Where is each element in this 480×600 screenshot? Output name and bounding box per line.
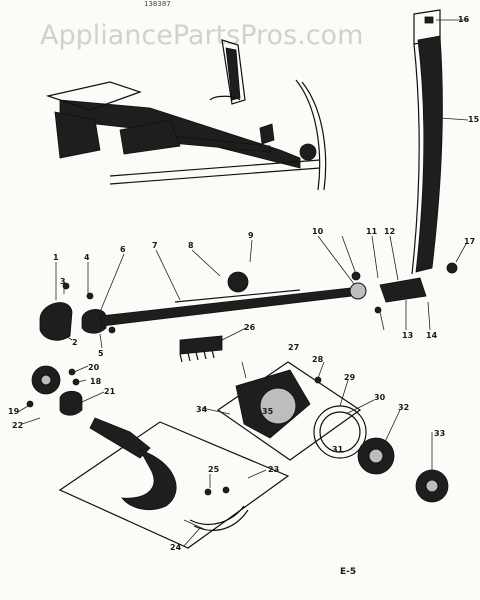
leader-lines — [17, 19, 469, 547]
callout-23: 23 — [268, 465, 279, 474]
callout-5: 5 — [98, 349, 104, 358]
callout-2: 2 — [72, 338, 78, 347]
hook-frame-box — [58, 417, 290, 549]
callout-29: 29 — [344, 373, 356, 382]
callout-14: 14 — [426, 331, 438, 340]
shuttle-assembly-box — [216, 361, 449, 503]
shaft-assembly — [39, 271, 427, 341]
watermark: AppliancePartsPros.com — [40, 20, 363, 51]
callout-4: 4 — [84, 253, 90, 262]
callout-13: 13 — [402, 331, 413, 340]
callout-19: 19 — [8, 407, 20, 416]
callout-24: 24 — [170, 543, 182, 552]
callout-34: 34 — [196, 405, 208, 414]
callout-7: 7 — [152, 241, 158, 250]
callout-11: 11 — [366, 227, 378, 236]
callout-10: 10 — [312, 227, 324, 236]
callout-16: 16 — [458, 15, 470, 24]
top-code: 138387 — [144, 0, 171, 8]
machine-frame-assembly — [45, 39, 327, 191]
callout-27: 27 — [288, 343, 299, 352]
callout-3: 3 — [60, 277, 66, 286]
callout-12: 12 — [384, 227, 395, 236]
vertical-belt-guard — [411, 9, 458, 275]
callout-28: 28 — [312, 355, 324, 364]
callout-8: 8 — [188, 241, 194, 250]
callout-25: 25 — [208, 465, 220, 474]
callout-26: 26 — [244, 323, 256, 332]
callout-9: 9 — [248, 231, 254, 240]
callout-6: 6 — [120, 245, 126, 254]
callout-31: 31 — [332, 445, 344, 454]
callout-32: 32 — [398, 403, 409, 412]
callout-30: 30 — [374, 393, 386, 402]
callout-15: 15 — [468, 115, 480, 124]
callout-20: 20 — [88, 363, 100, 372]
callout-22: 22 — [12, 421, 23, 430]
callout-18: 18 — [90, 377, 102, 386]
callout-1: 1 — [53, 253, 59, 262]
lower-gear-parts — [26, 365, 83, 416]
callout-17: 17 — [464, 237, 475, 246]
callout-35: 35 — [262, 407, 274, 416]
callout-33: 33 — [434, 429, 445, 438]
callout-labels: 1 2 3 4 5 6 7 8 9 10 11 12 13 14 15 16 1… — [8, 15, 480, 552]
page-code: E-5 — [340, 567, 356, 577]
callout-21: 21 — [104, 387, 116, 396]
feed-dog-part — [179, 327, 247, 363]
